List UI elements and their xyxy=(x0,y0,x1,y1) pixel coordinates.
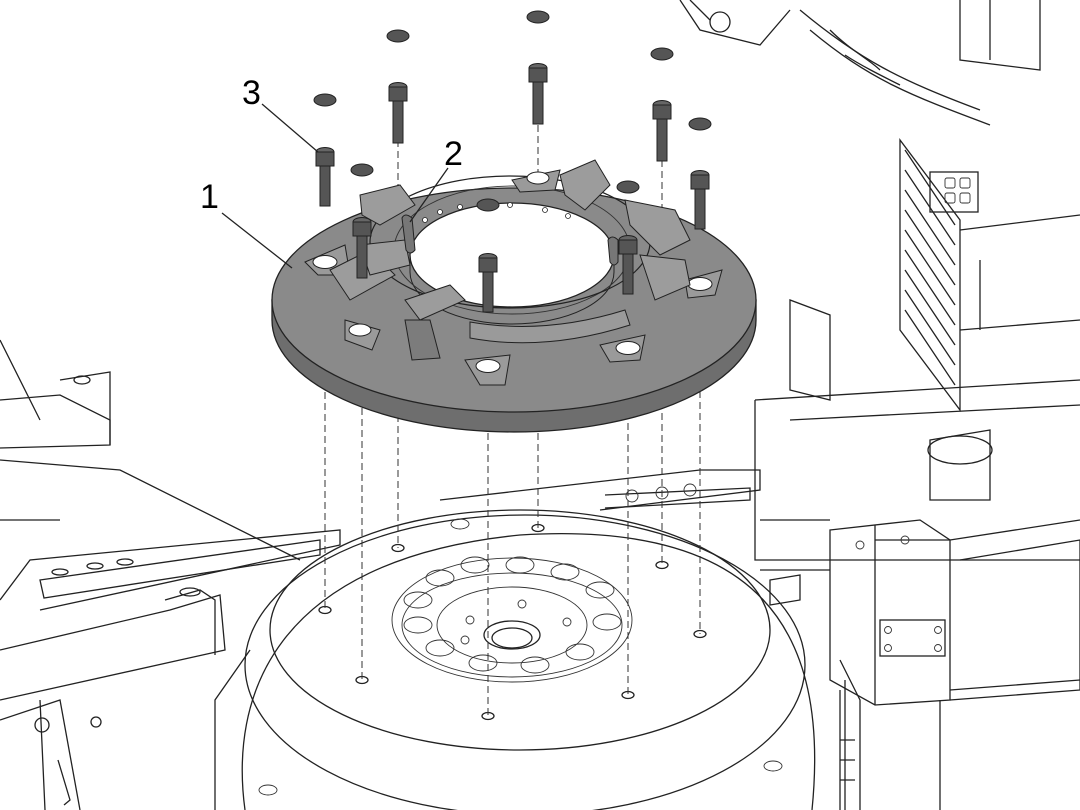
bolt xyxy=(528,63,548,125)
callout-label-3: 3 xyxy=(242,74,261,112)
rotary-table-base xyxy=(214,509,841,810)
leader-line-1 xyxy=(221,212,293,269)
part-1-plate xyxy=(271,159,757,433)
part-3-bolts xyxy=(313,10,712,313)
callouts: 1 2 3 xyxy=(200,74,463,269)
callout-label-1: 1 xyxy=(200,178,219,216)
leader-line-2 xyxy=(409,167,449,223)
bolt xyxy=(388,82,408,144)
leader-line-3 xyxy=(261,103,319,153)
hole-plug-caps xyxy=(313,10,712,212)
bolt xyxy=(652,100,672,162)
bolt xyxy=(352,217,372,279)
bolt xyxy=(690,170,710,230)
callout-label-2: 2 xyxy=(444,135,463,173)
bolt xyxy=(618,235,638,295)
bolt xyxy=(478,253,498,313)
bolt xyxy=(315,147,335,207)
